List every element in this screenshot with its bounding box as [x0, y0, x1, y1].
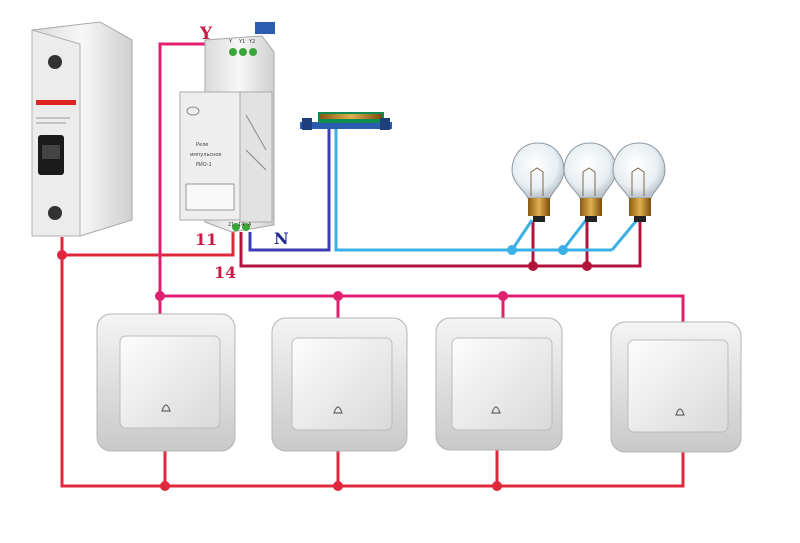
relay-model-line: импульсное: [190, 152, 222, 158]
impulse-relay-icon: Y Y1 Y2 21 14 A Реле импульсное РИО-1: [179, 22, 275, 233]
label-11: 11: [195, 230, 217, 249]
junction-dot: [155, 291, 165, 301]
label-n: N: [274, 229, 289, 248]
wire-phase-red: [60, 232, 685, 488]
junction-dot: [528, 261, 538, 271]
neutral-bus-icon: [300, 112, 392, 130]
wire-neutral-blue: [334, 120, 639, 252]
junction-dot: [57, 250, 67, 260]
junction-dot: [492, 481, 502, 491]
terminal-label: Y1: [238, 39, 245, 45]
label-y: Y: [199, 24, 213, 44]
terminal-label: Y: [228, 39, 233, 45]
junction-dot: [333, 291, 343, 301]
circuit-breaker-icon: [31, 21, 133, 237]
push-button-icon: [96, 313, 236, 452]
relay-model-line: Реле: [196, 142, 208, 148]
junction-dots: [57, 245, 592, 491]
push-button-icon: [610, 321, 742, 453]
wire-neutral-navy: [248, 122, 331, 252]
terminal-label: 21: [228, 222, 234, 228]
wire-output-14: [239, 220, 642, 268]
terminal-label: Y2: [248, 39, 255, 45]
light-bulb-icon: [563, 142, 617, 222]
junction-dot: [507, 245, 517, 255]
label-14: 14: [214, 263, 236, 282]
push-button-icon: [435, 317, 563, 451]
terminal-label: 14: [238, 222, 244, 228]
junction-dot: [160, 481, 170, 491]
junction-dot: [558, 245, 568, 255]
junction-dot: [333, 481, 343, 491]
junction-dot: [498, 291, 508, 301]
push-button-icon: [271, 317, 408, 452]
light-bulb-icon: [511, 142, 565, 222]
junction-dot: [582, 261, 592, 271]
light-bulb-icon: [612, 142, 666, 222]
relay-model-line: РИО-1: [196, 162, 212, 168]
terminal-label: A: [248, 222, 252, 228]
